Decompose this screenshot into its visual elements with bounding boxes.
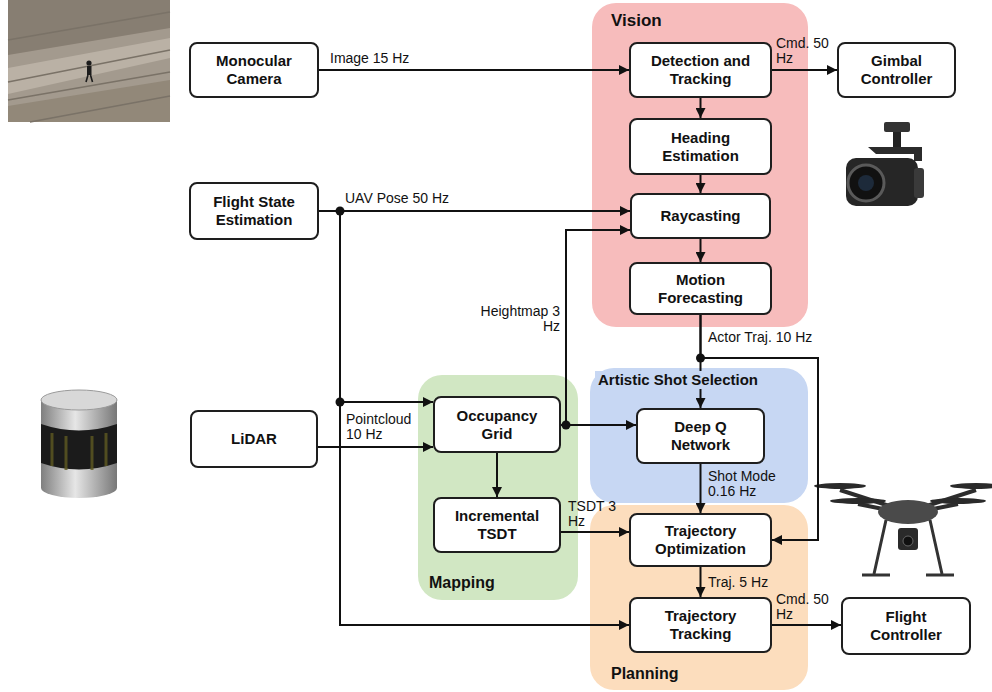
process-box: Gimbal Controller <box>837 42 956 98</box>
signal-arrow <box>772 69 837 71</box>
process-box: Detection and Tracking <box>629 42 772 98</box>
lidar-body <box>41 400 117 488</box>
process-box: LiDAR <box>190 410 318 468</box>
lidar-window <box>41 424 117 470</box>
signal-arrow <box>700 98 702 118</box>
gimbal-mount <box>884 122 910 132</box>
signal-rate-label: Cmd. 50 Hz <box>776 592 834 622</box>
drone <box>814 483 992 575</box>
terrain-photo <box>8 0 170 122</box>
lidar-base <box>41 478 117 498</box>
box-label: Flight State Estimation <box>199 193 309 229</box>
photo-ground <box>8 0 170 122</box>
lidar-sensor <box>41 390 117 498</box>
process-box: Incremental TSDT <box>433 497 561 553</box>
process-box: Occupancy Grid <box>433 396 561 453</box>
gimbal-camera <box>846 122 924 206</box>
person-body <box>87 66 92 75</box>
group-region: Planning Trajectory OptimizationTrajector… <box>590 505 808 690</box>
process-box: Deep Q Network <box>636 408 765 464</box>
signal-arrow <box>700 567 702 597</box>
signal-rate-label: Shot Mode 0.16 Hz <box>708 469 793 499</box>
process-box: Trajectory Tracking <box>629 597 772 653</box>
junction-dot <box>336 207 345 216</box>
signal-rate-label: Pointcloud 10 Hz <box>346 412 418 442</box>
process-box: Flight Controller <box>841 597 971 655</box>
propeller <box>814 483 866 489</box>
junction-dot <box>336 398 345 407</box>
drone-legs <box>874 520 942 574</box>
person-head <box>86 60 91 65</box>
propeller <box>930 498 986 504</box>
junction-dot <box>696 354 705 363</box>
signal-arrow <box>561 424 636 426</box>
lidar-lasers <box>52 433 106 470</box>
signal-arrow <box>772 624 841 626</box>
signal-arrow <box>496 453 498 497</box>
group-title: Artistic Shot Selection <box>595 371 761 389</box>
signal-rate-label: Traj. 5 Hz <box>708 575 798 590</box>
box-label: Occupancy Grid <box>443 407 551 443</box>
person-legs <box>86 75 93 82</box>
box-label: Trajectory Tracking <box>639 607 762 643</box>
lidar-top <box>41 390 117 410</box>
box-label: Motion Forecasting <box>639 271 762 307</box>
signal-arrow <box>319 211 629 625</box>
propeller <box>950 483 992 489</box>
box-label: Monocular Camera <box>199 52 309 88</box>
signal-rate-label: Actor Traj. 10 Hz <box>708 330 838 345</box>
signal-rate-label: TSDT 3 Hz <box>568 499 626 529</box>
box-label: Detection and Tracking <box>639 52 762 88</box>
process-box: Trajectory Optimization <box>629 513 772 567</box>
group-title: Vision <box>608 11 665 31</box>
box-label: Trajectory Optimization <box>639 522 762 558</box>
signal-arrow <box>701 315 819 540</box>
box-label: Incremental TSDT <box>443 507 551 543</box>
camera-lens <box>848 165 884 201</box>
signal-rate-label: Image 15 Hz <box>330 51 440 66</box>
camera-body <box>846 158 918 206</box>
group-title: Planning <box>608 664 682 683</box>
signal-arrow <box>561 230 630 425</box>
box-label: Heading Estimation <box>639 129 762 165</box>
signal-arrow <box>561 531 629 533</box>
box-label: LiDAR <box>231 430 277 448</box>
drone-skids <box>862 574 954 577</box>
drone-lens <box>903 536 913 546</box>
process-box: Raycasting <box>630 193 771 239</box>
signal-arrow <box>319 210 630 212</box>
signal-rate-label: Cmd. 50 Hz <box>776 36 834 66</box>
signal-arrow <box>700 315 702 408</box>
signal-arrow <box>318 446 433 448</box>
photo-texture <box>8 12 170 122</box>
group-region: VisionDetection and TrackingHeading Esti… <box>592 3 808 327</box>
signal-rate-label: UAV Pose 50 Hz <box>345 191 485 206</box>
signal-rate-label: Heightmap 3 Hz <box>480 304 560 334</box>
process-box: Flight State Estimation <box>189 182 319 240</box>
signal-arrow <box>319 69 629 71</box>
junction-dot <box>562 421 571 430</box>
group-region: Mapping Occupancy GridIncremental TSDT <box>418 375 578 600</box>
process-box: Heading Estimation <box>629 118 772 175</box>
signal-arrow <box>700 175 702 193</box>
process-box: Monocular Camera <box>189 42 319 98</box>
box-label: Raycasting <box>660 207 740 225</box>
signal-arrow <box>319 211 433 402</box>
propeller <box>830 498 886 504</box>
signal-arrow <box>700 464 702 513</box>
gimbal-motor <box>914 168 924 198</box>
drone-gimbal <box>898 528 918 550</box>
box-label: Deep Q Network <box>646 418 755 454</box>
lens-glass <box>858 175 874 191</box>
box-label: Gimbal Controller <box>847 52 946 88</box>
process-box: Motion Forecasting <box>629 262 772 315</box>
signal-arrow <box>700 239 702 262</box>
group-title: Mapping <box>426 573 498 592</box>
box-label: Flight Controller <box>851 608 961 644</box>
